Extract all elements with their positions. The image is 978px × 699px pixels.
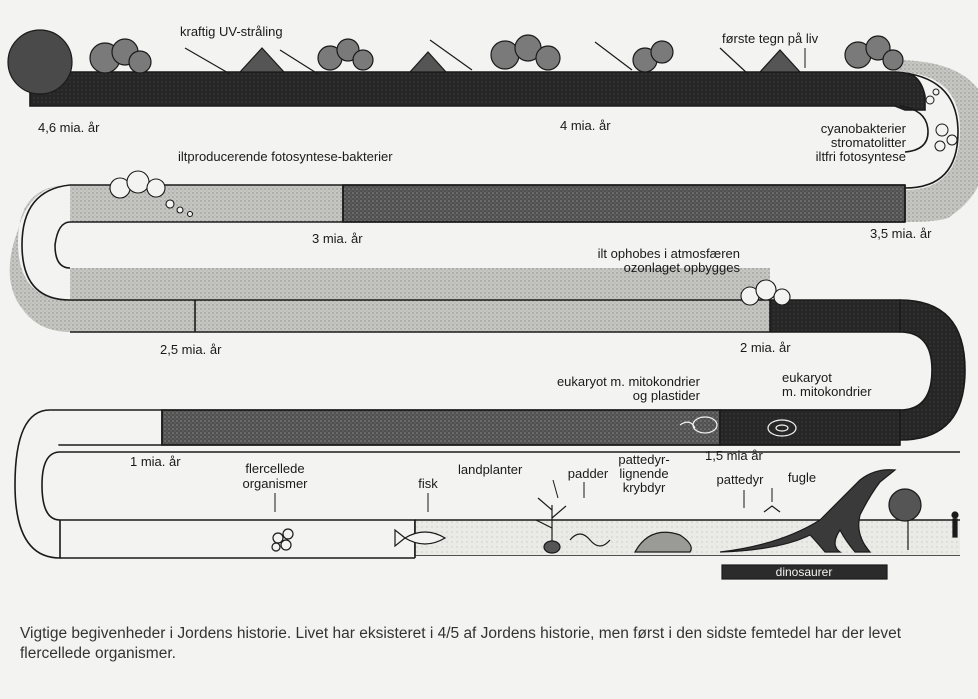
earth-sphere (7, 29, 73, 95)
label-euk-pl-1: eukaryot m. mitokondrier (557, 374, 701, 389)
uv-rays (184, 39, 749, 75)
band-row-5 (60, 452, 960, 520)
bird-icon (763, 505, 781, 513)
volcano-shapes (238, 47, 802, 73)
label-mam-rep-1: pattedyr- (618, 452, 669, 467)
label-cyano-2: stromatolitter (831, 135, 907, 150)
label-t46: 4,6 mia. år (38, 120, 100, 135)
eukaryote-cells (679, 416, 797, 437)
band-row-3-light (70, 268, 770, 300)
label-euk-m-2: m. mitokondrier (782, 384, 872, 399)
band-row-3-main (70, 300, 770, 332)
label-fish: fisk (418, 476, 438, 491)
cloud-cluster-1 (89, 38, 152, 74)
label-t2: 2 mia. år (740, 340, 791, 355)
band-row-4-light (50, 410, 162, 445)
band-row-1 (29, 71, 926, 111)
label-mam-rep-3: krybdyr (623, 480, 666, 495)
dinosaur-icon (719, 469, 897, 553)
landplant-icon (535, 497, 567, 554)
fish-icon (394, 528, 447, 548)
ozone-cloud (740, 279, 791, 306)
band-row-4-dark (719, 409, 901, 446)
mammal-like-reptile-icon (633, 531, 692, 553)
label-first-life: første tegn på liv (722, 31, 819, 46)
oxygen-bacteria-cloud (109, 170, 194, 218)
label-multi-1: flercellede (245, 461, 304, 476)
label-amphib: padder (568, 466, 609, 481)
band-curve-right-2 (899, 299, 966, 441)
label-birds: fugle (788, 470, 816, 485)
cloud-cluster-2 (317, 38, 374, 71)
multicellular-organism-icon (271, 528, 294, 552)
amphibian-icon (569, 533, 611, 547)
band-curve-left-1 (9, 185, 71, 332)
cloud-cluster-4 (632, 40, 674, 73)
label-oxy-bact: iltproducerende fotosyntese-bakterier (178, 149, 393, 164)
figure-caption: Vigtige begivenheder i Jordens historie.… (20, 625, 902, 662)
label-mam-rep-2: lignende (619, 466, 668, 481)
stromatolite-bubbles (925, 88, 958, 152)
label-cyano-3: iltfri fotosyntese (816, 149, 906, 164)
tree-icon (888, 488, 922, 550)
label-t15: 1,5 mia år (705, 448, 763, 463)
cloud-cluster-3 (490, 34, 561, 71)
label-t1: 1 mia. år (130, 454, 181, 469)
label-t4: 4 mia. år (560, 118, 611, 133)
band-row-2-light (70, 185, 343, 222)
labels: kraftig UV-stråling første tegn på liv 4… (38, 24, 932, 579)
human-icon (951, 511, 959, 538)
label-ozone-1: ilt ophobes i atmosfæren (598, 246, 740, 261)
label-multi-2: organismer (242, 476, 308, 491)
band-curve-left-2 (14, 409, 61, 559)
label-euk-pl-2: og plastider (633, 388, 701, 403)
band-row-4-mid (161, 409, 721, 446)
label-uv: kraftig UV-stråling (180, 24, 283, 39)
pointer-arrows (274, 48, 806, 512)
label-landplants: landplanter (458, 462, 523, 477)
band-curve-right-1-outer (894, 71, 959, 189)
label-ozone-2: ozonlaget opbygges (624, 260, 741, 275)
label-t35: 3,5 mia. år (870, 226, 932, 241)
band-curve-right-1 (895, 60, 978, 222)
row5-organisms (271, 469, 959, 580)
band-row-3-dark (770, 300, 900, 332)
label-t25: 2,5 mia. år (160, 342, 222, 357)
label-t3: 3 mia. år (312, 231, 363, 246)
label-euk-m-1: eukaryot (782, 370, 832, 385)
cloud-cluster-5 (844, 35, 904, 71)
label-dinos: dinosaurer (776, 565, 833, 579)
dinosaur-era-bar (721, 564, 888, 580)
label-mammals: pattedyr (717, 472, 765, 487)
band-row-2-dark (342, 184, 906, 223)
row1-scenery (7, 29, 904, 95)
label-cyano-1: cyanobakterier (821, 121, 907, 136)
